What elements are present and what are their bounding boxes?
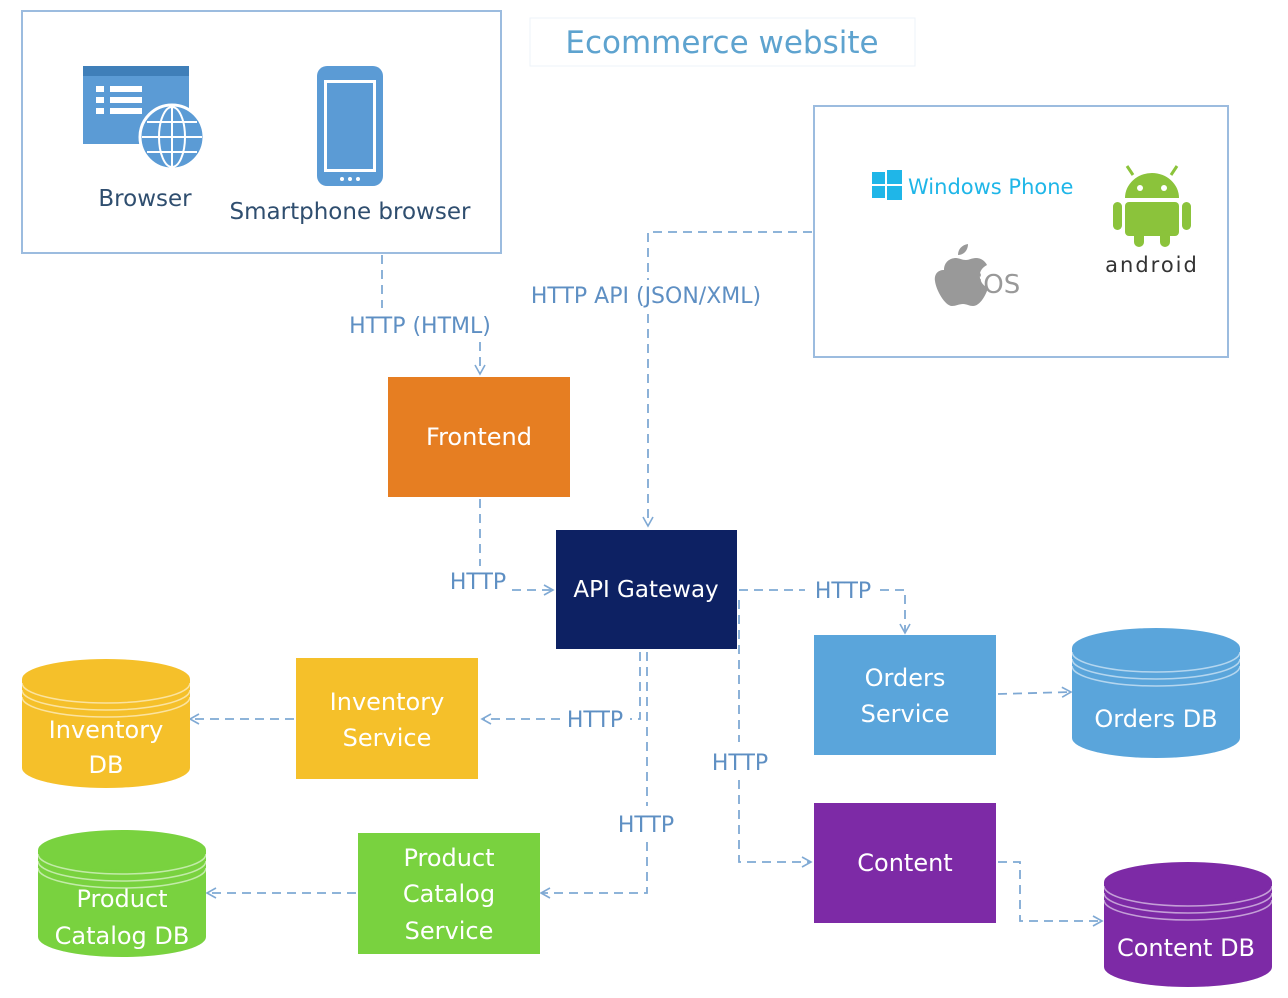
edge-content-contentdb [998, 861, 1104, 927]
title-box [529, 17, 916, 67]
ios-label: iOS [976, 270, 1020, 300]
content-label: Content [857, 849, 952, 877]
inventory-db-node [21, 659, 191, 788]
edge-browser-frontend [381, 255, 486, 376]
edge-label-gateway-orders: HTTP [815, 579, 871, 604]
edge-label-http-api: HTTP API (JSON/XML) [531, 284, 761, 309]
edge-gateway-inventory [480, 652, 641, 725]
page-title: Ecommerce website [565, 25, 878, 61]
inventory-db-label-1: Inventory [49, 716, 164, 744]
catalog-service-label-3: Service [405, 917, 494, 945]
orders-db-node [1071, 628, 1241, 758]
inventory-service-label-1: Inventory [330, 688, 445, 716]
frontend-label: Frontend [426, 423, 532, 451]
smartphone-icon [317, 66, 383, 186]
catalog-service-node [358, 833, 540, 954]
edge-gateway-content [738, 600, 813, 868]
api-gateway-label: API Gateway [573, 577, 718, 603]
smartphone-label: Smartphone browser [230, 199, 471, 225]
orders-service-label-1: Orders [865, 664, 946, 692]
edge-orders-ordersdb [997, 686, 1073, 698]
edge-label-gateway-inventory: HTTP [567, 708, 623, 733]
edge-gateway-orders [739, 589, 911, 635]
apple-logo-icon [934, 244, 988, 306]
android-robot-icon [1113, 165, 1191, 247]
browser-label: Browser [98, 186, 192, 212]
inventory-service-node [296, 658, 478, 779]
edge-gateway-catalog [539, 652, 648, 899]
orders-service-label-2: Service [861, 700, 950, 728]
catalog-db-node [37, 830, 207, 957]
catalog-service-label-1: Product [403, 844, 494, 872]
content-node [814, 803, 996, 923]
edge-label-gateway-content: HTTP [712, 751, 768, 776]
inventory-db-label-2: DB [89, 751, 124, 779]
content-db-label: Content DB [1117, 934, 1255, 962]
frontend-node [388, 377, 570, 497]
windows-phone-label: Windows Phone [908, 175, 1073, 199]
edge-frontend-gateway [479, 499, 555, 596]
orders-service-node [814, 635, 996, 755]
browser-icon [83, 66, 206, 171]
catalog-service-label-2: Catalog [403, 880, 495, 908]
orders-db-label: Orders DB [1094, 705, 1217, 733]
content-db-node [1103, 862, 1273, 987]
edge-label-frontend-gateway: HTTP [450, 570, 506, 595]
api-gateway-node [556, 530, 737, 649]
inventory-service-label-2: Service [343, 724, 432, 752]
catalog-db-label-2: Catalog DB [55, 922, 190, 950]
android-label: android [1105, 253, 1199, 277]
edge-native-gateway [642, 231, 812, 528]
edge-label-gateway-catalog: HTTP [618, 813, 674, 838]
edge-label-http-html: HTTP (HTML) [349, 314, 491, 339]
windows-logo-icon [872, 170, 902, 200]
catalog-db-label-1: Product [76, 885, 167, 913]
